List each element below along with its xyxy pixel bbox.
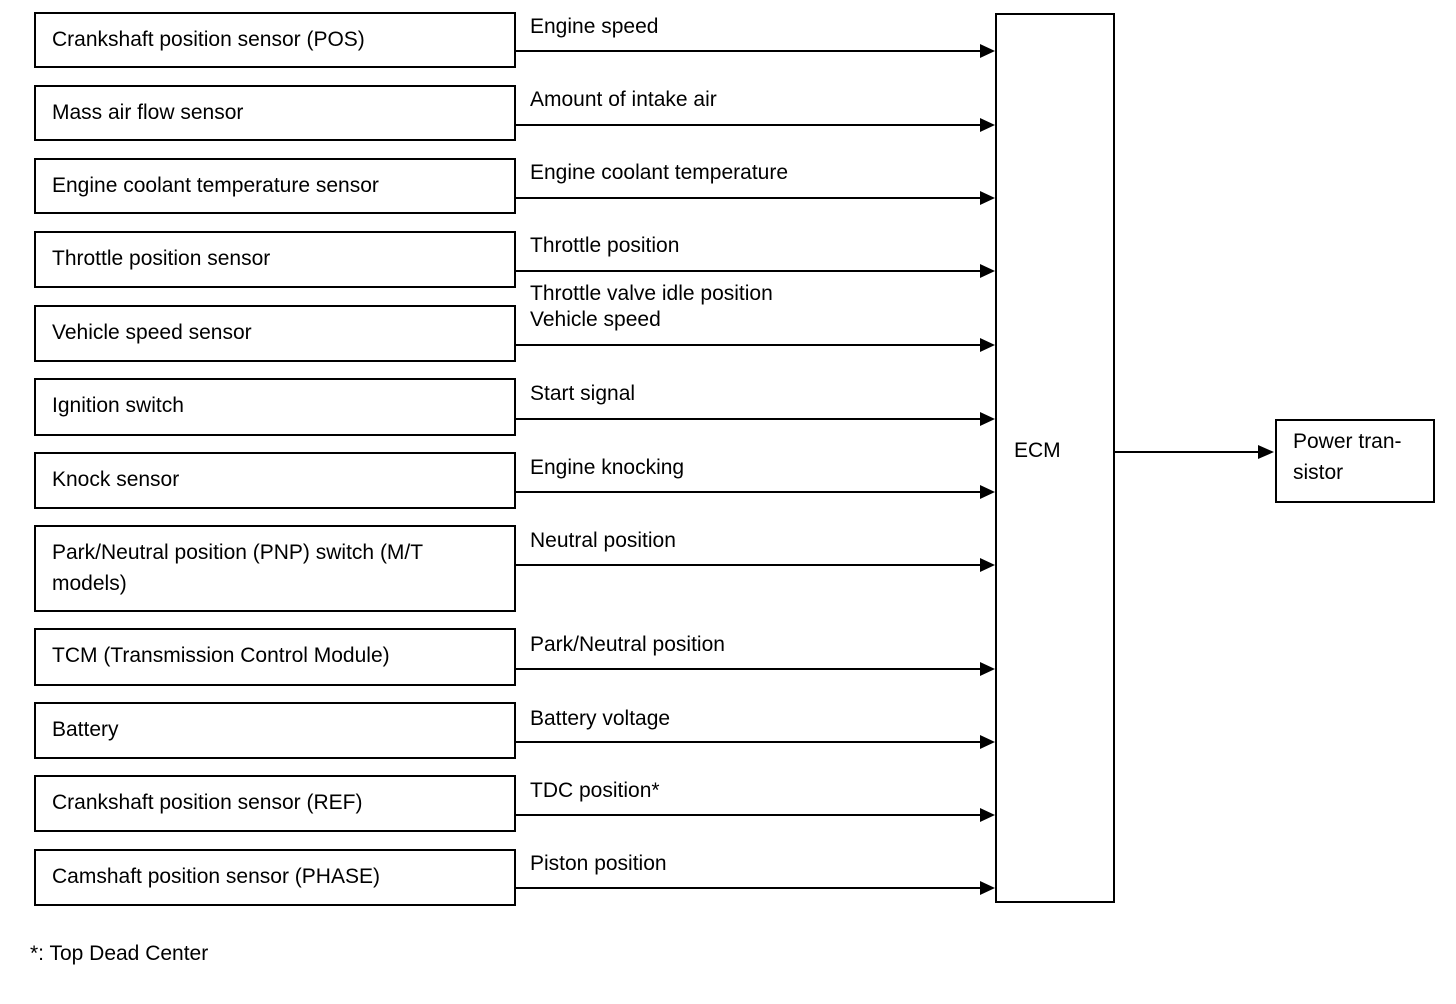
arrow-head	[980, 558, 995, 572]
arrow-head	[980, 412, 995, 426]
arrow-head	[980, 881, 995, 895]
sensor-box-vehicle-speed: Vehicle speed sensor	[34, 305, 516, 362]
sensor-label: Crankshaft position sensor (POS)	[52, 28, 365, 51]
arrow-line	[516, 814, 982, 816]
output-arrow-head	[1258, 445, 1274, 459]
sensor-box-battery: Battery	[34, 702, 516, 759]
arrow-head	[980, 735, 995, 749]
arrow-line	[516, 741, 982, 743]
sensor-label: Throttle position sensor	[52, 247, 271, 270]
signal-label: Battery voltage	[530, 707, 671, 730]
footnote: *: Top Dead Center	[30, 942, 209, 965]
arrow-line	[516, 124, 982, 126]
sensor-label: Mass air flow sensor	[52, 101, 244, 124]
signal-label: Engine speed	[530, 15, 659, 38]
output-arrow-line	[1115, 451, 1258, 453]
sensor-label: Knock sensor	[52, 468, 180, 491]
signal-label: Amount of intake air	[530, 88, 717, 111]
signal-label: Engine knocking	[530, 456, 685, 479]
arrow-head	[980, 44, 995, 58]
arrow-line	[516, 491, 982, 493]
arrow-line	[516, 668, 982, 670]
arrow-line	[516, 564, 982, 566]
sensor-box-tcm: TCM (Transmission Control Module)	[34, 628, 516, 686]
signal-label: Piston position	[530, 852, 667, 875]
arrow-line	[516, 197, 982, 199]
arrow-head	[980, 264, 995, 278]
sensor-box-knock: Knock sensor	[34, 452, 516, 509]
sensor-label: Crankshaft position sensor (REF)	[52, 791, 363, 814]
arrow-head	[980, 808, 995, 822]
arrow-line	[516, 344, 982, 346]
arrow-line	[516, 50, 982, 52]
sensor-box-mass-air-flow: Mass air flow sensor	[34, 85, 516, 141]
arrow-head	[980, 191, 995, 205]
sensor-label: Ignition switch	[52, 394, 184, 417]
sensor-box-engine-coolant: Engine coolant temperature sensor	[34, 158, 516, 214]
sensor-box-pnp-switch: Park/Neutral position (PNP) switch (M/T …	[34, 525, 516, 612]
power-transistor-box: Power tran- sistor	[1275, 419, 1435, 503]
sensor-box-crankshaft-ref: Crankshaft position sensor (REF)	[34, 775, 516, 832]
ecm-label: ECM	[1014, 439, 1061, 462]
signal-label: Start signal	[530, 382, 636, 405]
arrow-head	[980, 662, 995, 676]
sensor-label: TCM (Transmission Control Module)	[52, 644, 390, 667]
signal-label: Park/Neutral position	[530, 633, 725, 656]
sensor-box-throttle-position: Throttle position sensor	[34, 231, 516, 288]
arrow-line	[516, 887, 982, 889]
signal-label: Vehicle speed	[530, 308, 661, 331]
arrow-head	[980, 338, 995, 352]
sensor-box-ignition-switch: Ignition switch	[34, 378, 516, 436]
arrow-head	[980, 118, 995, 132]
sensor-label: Battery	[52, 718, 119, 741]
sensor-label: Camshaft position sensor (PHASE)	[52, 865, 380, 888]
signal-label: Neutral position	[530, 529, 676, 552]
sensor-label: Engine coolant temperature sensor	[52, 174, 379, 197]
signal-label: Throttle valve idle position	[530, 282, 773, 305]
arrow-head	[980, 485, 995, 499]
sensor-label: Park/Neutral position (PNP) switch (M/T …	[52, 541, 423, 595]
signal-label: Engine coolant temperature	[530, 161, 788, 184]
sensor-box-camshaft-phase: Camshaft position sensor (PHASE)	[34, 849, 516, 906]
arrow-line	[516, 270, 982, 272]
sensor-label: Vehicle speed sensor	[52, 321, 252, 344]
ecm-box: ECM	[995, 13, 1115, 903]
signal-label: Throttle position	[530, 234, 680, 257]
signal-label: TDC position*	[530, 779, 660, 802]
sensor-box-crankshaft-pos: Crankshaft position sensor (POS)	[34, 12, 516, 68]
arrow-line	[516, 418, 982, 420]
power-transistor-label: Power tran- sistor	[1293, 430, 1402, 484]
